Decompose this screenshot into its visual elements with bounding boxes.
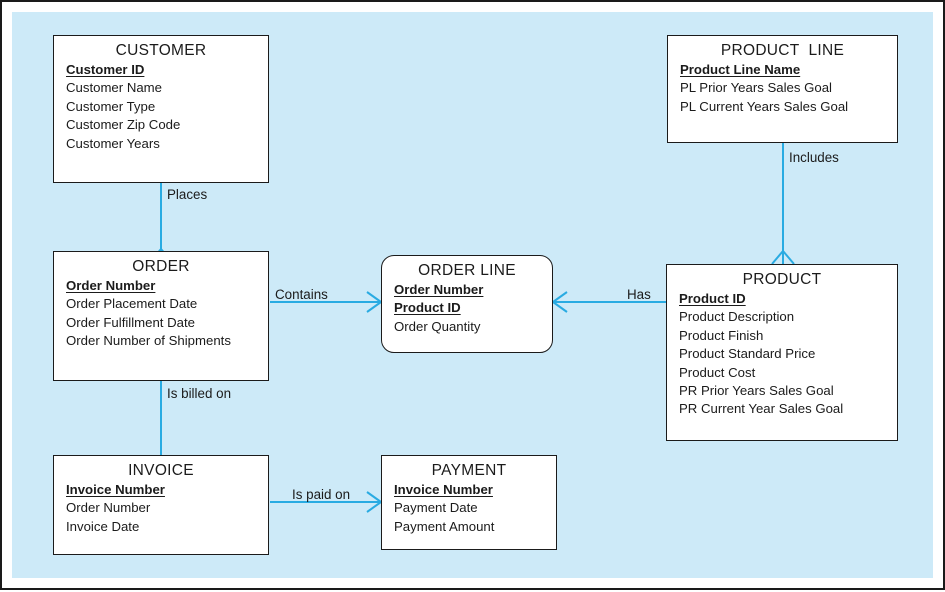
relationship-label-contains: Contains xyxy=(275,287,328,302)
entity-product-line[interactable]: PRODUCT LINE Product Line Name PL Prior … xyxy=(667,35,898,143)
entity-title-product-line: PRODUCT LINE xyxy=(720,42,845,59)
relationship-label-has: Has xyxy=(627,287,651,302)
attribute-list-product-line: Product Line Name PL Prior Years Sales G… xyxy=(668,61,897,120)
entity-title-payment: PAYMENT xyxy=(431,462,507,479)
attribute-item: Invoice Number xyxy=(394,482,493,497)
attribute-item: Product Line Name xyxy=(680,62,801,77)
attribute-list-order: Order Number Order Placement Date Order … xyxy=(54,277,268,355)
attribute-item: Payment Amount xyxy=(394,518,495,534)
crowsfoot-is-paid-on xyxy=(366,491,382,513)
attribute-item: Order Number xyxy=(66,500,151,516)
attribute-item: Customer Name xyxy=(66,80,163,96)
crowsfoot-has xyxy=(552,291,568,313)
crowsfoot-includes xyxy=(771,250,795,265)
entity-title-order: ORDER xyxy=(132,258,190,275)
attribute-item: Product Cost xyxy=(679,364,756,380)
relationship-label-is-billed-on: Is billed on xyxy=(167,386,232,401)
attribute-list-payment: Invoice Number Payment Date Payment Amou… xyxy=(382,481,556,540)
entity-title-invoice: INVOICE xyxy=(128,462,194,479)
relationship-label-is-paid-on: Is paid on xyxy=(292,487,351,502)
attribute-item: PR Prior Years Sales Goal xyxy=(679,383,834,399)
crowsfoot-contains xyxy=(366,291,382,313)
entity-invoice[interactable]: INVOICE Invoice Number Order Number Invo… xyxy=(53,455,269,555)
attribute-list-order-line: Order Number Product ID Order Quantity xyxy=(382,281,552,340)
attribute-item: PL Current Years Sales Goal xyxy=(680,98,849,114)
attribute-item: Order Quantity xyxy=(394,318,481,334)
entity-product[interactable]: PRODUCT Product ID Product Description P… xyxy=(666,264,898,441)
attribute-item: Order Fulfillment Date xyxy=(66,314,195,330)
attribute-list-customer: Customer ID Customer Name Customer Type … xyxy=(54,61,268,157)
attribute-item: Product Description xyxy=(679,309,795,325)
relationship-label-includes: Includes xyxy=(789,150,839,165)
attribute-item: Product ID xyxy=(394,300,461,316)
attribute-item: Customer ID xyxy=(66,62,145,77)
entity-payment[interactable]: PAYMENT Invoice Number Payment Date Paym… xyxy=(381,455,557,550)
attribute-item: Order Number xyxy=(66,278,156,293)
attribute-item: Invoice Number xyxy=(66,482,165,497)
entity-title-order-line: ORDER LINE xyxy=(418,262,516,279)
attribute-item: Order Number of Shipments xyxy=(66,333,231,349)
entity-order-line[interactable]: ORDER LINE Order Number Product ID Order… xyxy=(381,255,553,353)
attribute-item: Product ID xyxy=(679,291,746,306)
attribute-item: PL Prior Years Sales Goal xyxy=(680,80,832,96)
attribute-item: PR Current Year Sales Goal xyxy=(679,401,844,417)
attribute-item: Customer Years xyxy=(66,135,160,151)
attribute-item: Customer Type xyxy=(66,98,156,114)
attribute-list-product: Product ID Product Description Product F… xyxy=(667,290,897,423)
attribute-item: Order Placement Date xyxy=(66,296,198,312)
relationship-label-places: Places xyxy=(167,187,208,202)
attribute-list-invoice: Invoice Number Order Number Invoice Date xyxy=(54,481,268,540)
entity-customer[interactable]: CUSTOMER Customer ID Customer Name Custo… xyxy=(53,35,269,183)
attribute-item: Product Standard Price xyxy=(679,346,816,362)
entity-order[interactable]: ORDER Order Number Order Placement Date … xyxy=(53,251,269,381)
attribute-item: Invoice Date xyxy=(66,518,140,534)
attribute-item: Customer Zip Code xyxy=(66,117,181,133)
entity-title-customer: CUSTOMER xyxy=(115,42,207,59)
attribute-item: Payment Date xyxy=(394,500,478,516)
entity-title-product: PRODUCT xyxy=(742,271,822,288)
attribute-item: Order Number xyxy=(394,282,484,297)
attribute-item: Product Finish xyxy=(679,327,764,343)
